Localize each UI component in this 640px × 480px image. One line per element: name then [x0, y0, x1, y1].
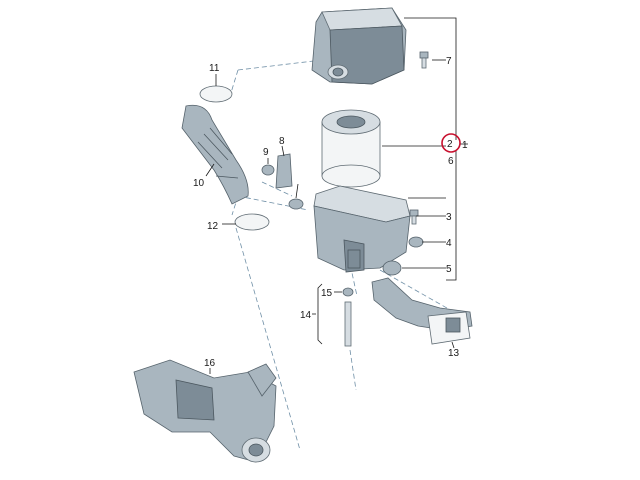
callout-15: 15: [321, 288, 333, 299]
bolt-7: [419, 51, 429, 69]
callout-7: 7: [446, 56, 452, 67]
nut-9: [261, 164, 275, 176]
highlight-circle-part-2: [441, 133, 461, 153]
callout-3: 3: [446, 212, 452, 223]
air-hose: [181, 104, 249, 205]
bolt-3: [409, 209, 419, 225]
air-filter-upper-housing: [311, 7, 407, 85]
callout-2: 2: [447, 139, 453, 150]
callout-12: 12: [207, 221, 219, 232]
air-filter-lower-housing: [313, 185, 411, 273]
callout-9: 9: [263, 147, 269, 158]
callout-1: 1: [462, 140, 468, 151]
hose-clamp-lower: [234, 213, 270, 231]
callout-13: 13: [448, 348, 460, 359]
parts-group-bracket: [382, 17, 468, 281]
callout-10: 10: [193, 178, 205, 189]
turbocharger: [133, 359, 277, 463]
grommet-5: [382, 260, 402, 276]
callout-11: 11: [209, 63, 220, 74]
callout-6: 6: [448, 156, 454, 167]
washer-6: [288, 198, 304, 210]
intake-pipe: [371, 277, 473, 345]
stud-15: [342, 287, 354, 347]
callout-16: 16: [204, 358, 216, 369]
callout-8: 8: [279, 136, 285, 147]
bracket-8: [275, 153, 293, 189]
air-filter-element: [321, 109, 381, 188]
callout-14: 14: [300, 310, 312, 321]
leader-lines: [205, 74, 455, 374]
callout-5: 5: [446, 264, 452, 275]
callout-labels: 1 2 3 4 5 6 7 8 9 10 11 12 13 14 15 16: [193, 56, 468, 369]
grommet-4: [408, 236, 424, 248]
callout-4: 4: [446, 238, 452, 249]
hose-clamp-upper: [199, 85, 233, 103]
